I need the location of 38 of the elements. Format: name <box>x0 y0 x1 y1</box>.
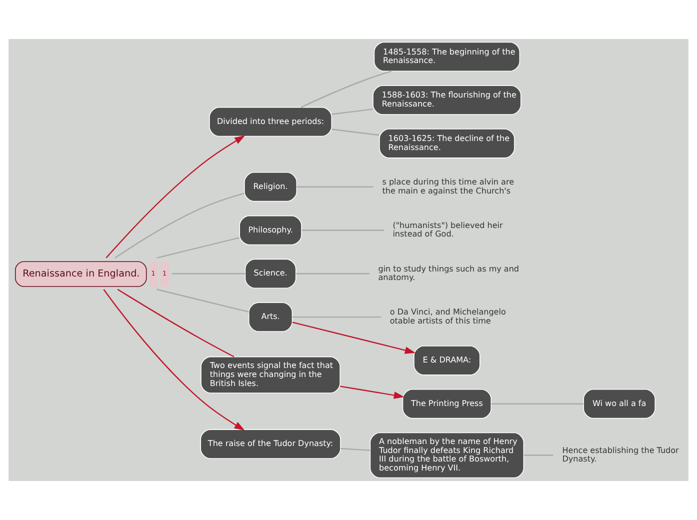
connector <box>340 448 370 451</box>
node-box: A nobleman by the name of Henry Tudor finally defeats King Richard III during the battle of Bosworth, becoming Henry VII. <box>370 432 524 478</box>
node-box: The raise of the Tudor Dynasty: <box>200 429 341 459</box>
node-text: o Da Vinci, and Michelangelo otable artists of this time <box>390 308 506 326</box>
connector <box>491 403 584 404</box>
connector <box>156 237 240 259</box>
connector <box>302 230 384 231</box>
node-text: gin to study things such as my and anatomy. <box>378 264 520 282</box>
connector <box>300 70 392 108</box>
connector <box>156 288 249 313</box>
arrow <box>103 289 245 430</box>
node-text: Hence establishing the Tudor Dynasty. <box>562 446 679 464</box>
node-box: 1485-1558: The beginning of the Renaissance. <box>374 42 520 72</box>
connector <box>296 186 374 188</box>
connector <box>117 288 234 358</box>
connector <box>172 273 246 274</box>
connector <box>114 192 244 258</box>
connector <box>332 108 373 115</box>
node-box: The Printing Press <box>402 388 492 419</box>
arrow <box>292 322 416 354</box>
connector <box>292 316 381 318</box>
node-box: Science. <box>244 258 296 289</box>
node-text: s place during this time alvin are the main e against the Church's <box>382 177 514 196</box>
node-box: Philosophy. <box>239 215 302 246</box>
node-box: Wi wo all a fa <box>583 388 656 419</box>
node-box: 1588-1603: The flourishing of the Renaissance. <box>372 85 522 115</box>
node-box: Religion. <box>244 172 298 202</box>
arrow <box>340 386 404 399</box>
node-box: Divided into three periods: <box>209 106 332 137</box>
connector <box>524 454 554 456</box>
arrow <box>106 135 246 258</box>
connector <box>332 128 380 136</box>
node-box: Arts. <box>248 302 293 332</box>
node-text: ("humanists") believed heir instead of God. <box>392 220 503 239</box>
connector <box>296 273 370 274</box>
node-box: Two events signal the fact that things were changing in the British Isles. <box>200 356 340 394</box>
node-box: E & DRAMA: <box>414 346 480 376</box>
node-box: 1603-1625: The decline of the Renaissance. <box>379 128 515 158</box>
